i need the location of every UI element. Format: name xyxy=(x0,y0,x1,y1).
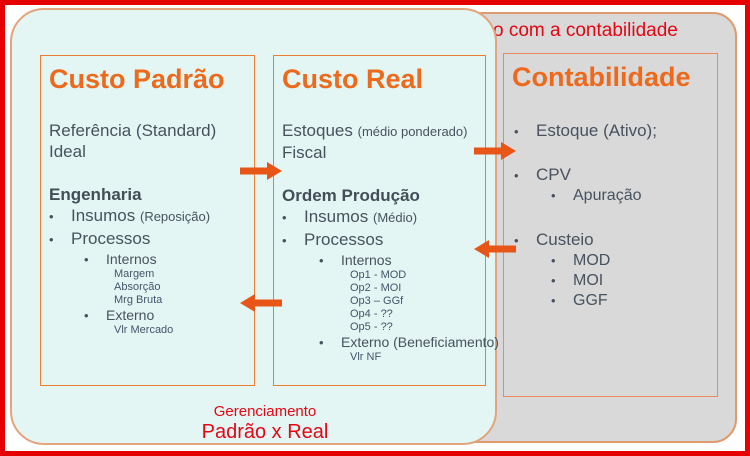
management-panel xyxy=(10,8,497,445)
list-item: Vlr Mercado xyxy=(114,324,174,336)
bullet-icon: • xyxy=(282,210,287,225)
list-item: •Apuração xyxy=(551,187,642,204)
list-item: •MOD xyxy=(551,252,611,269)
list-item: Absorção xyxy=(114,281,161,293)
slide-title-partial: o com a contabilidade xyxy=(493,20,678,41)
box-title: Custo Padrão xyxy=(49,64,225,94)
list-item: •GGF xyxy=(551,292,608,309)
bullet-icon: • xyxy=(514,233,519,248)
list-item: Op2 - MOI xyxy=(350,282,402,294)
footer-line-1: Gerenciamento xyxy=(213,403,317,420)
box-title: Contabilidade xyxy=(512,62,691,92)
box-title: Custo Real xyxy=(282,64,424,94)
list-item: •Externo xyxy=(84,307,155,323)
list-item: •Insumos (Reposição) xyxy=(41,205,254,228)
bullet-icon: • xyxy=(84,252,89,267)
arrow-left-icon xyxy=(240,294,282,312)
list-item: Fiscal xyxy=(282,143,327,162)
bullet-icon: • xyxy=(551,188,556,203)
list-item: •Internos xyxy=(319,252,392,268)
list-item: Ideal xyxy=(49,142,86,161)
bullet-icon: • xyxy=(282,233,287,248)
arrow-left-icon xyxy=(474,240,516,258)
accounting-panel xyxy=(450,12,737,443)
list-item: •Processos xyxy=(274,229,485,252)
box-custo-padrao: Custo Padrão Referência (Standard) Ideal… xyxy=(40,55,255,386)
bullet-icon: • xyxy=(551,253,556,268)
bullet-icon: • xyxy=(84,308,89,323)
list-item: •Custeio xyxy=(514,230,594,249)
bullet-icon: • xyxy=(319,253,324,268)
list-item: Vlr NF xyxy=(350,351,382,363)
bullet-icon: • xyxy=(319,335,324,350)
list-item: •Internos xyxy=(84,251,157,267)
list-item: Op4 - ?? xyxy=(350,308,393,320)
bullet-icon: • xyxy=(49,209,54,224)
box-custo-real: Custo Real Estoques (médio ponderado) Fi… xyxy=(273,55,499,386)
list-item: Mrg Bruta xyxy=(114,294,163,306)
bullet-icon: • xyxy=(514,124,519,139)
bullet-icon: • xyxy=(551,273,556,288)
bullet-icon: • xyxy=(49,232,54,247)
footer-line-2: Padrão x Real xyxy=(201,421,329,443)
list-item: •Estoque (Ativo); xyxy=(514,121,657,140)
box-contabilidade: Contabilidade •Estoque (Ativo); •CPV •Ap… xyxy=(503,53,718,397)
list-item: •Processos xyxy=(41,228,254,251)
list-subheading: Ordem Produção xyxy=(282,186,420,205)
list-item: Estoques (médio ponderado) xyxy=(282,121,468,140)
list-item: Op3 – GGf xyxy=(350,295,404,307)
list-item: Op5 - ?? xyxy=(350,321,393,333)
list-item: Op1 - MOD xyxy=(350,269,407,281)
list-item: •Externo (Beneficiamento) xyxy=(319,334,499,350)
list-item: •Insumos (Médio) xyxy=(274,206,485,229)
bullet-icon: • xyxy=(551,293,556,308)
footer-caption: Gerenciamento Padrão x Real xyxy=(140,403,390,443)
bullet-icon: • xyxy=(514,168,519,183)
arrow-right-icon xyxy=(240,162,282,180)
list-item: •CPV xyxy=(514,165,571,184)
arrow-right-icon xyxy=(474,142,516,160)
list-item: •MOI xyxy=(551,272,604,289)
list-item: Margem xyxy=(114,268,155,280)
list-subheading: Engenharia xyxy=(49,185,142,204)
list-item: Referência (Standard) xyxy=(49,121,217,140)
